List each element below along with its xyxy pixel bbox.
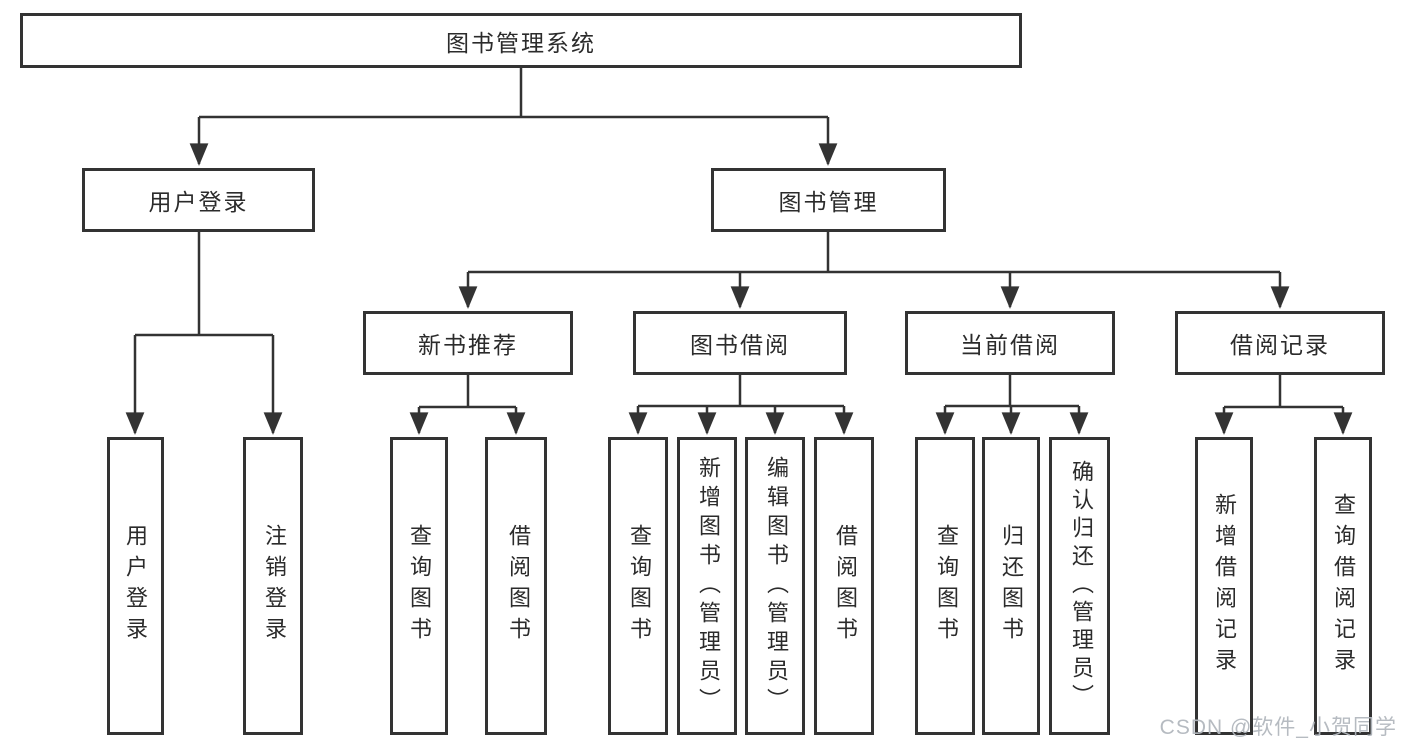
leaf-query-borrow-record: 查询借阅记录	[1314, 437, 1372, 735]
leaf-confirm-return-admin: 确认归还（管理员）	[1049, 437, 1110, 735]
leaf-add-books-admin: 新增图书（管理员）	[677, 437, 737, 735]
leaf-return-books: 归还图书	[982, 437, 1040, 735]
leaf-query-books-recommend: 查询图书	[390, 437, 448, 735]
leaf-borrow-books: 借阅图书	[814, 437, 874, 735]
node-user-login: 用户登录	[82, 168, 315, 232]
node-borrow-records: 借阅记录	[1175, 311, 1385, 375]
node-library-management-system: 图书管理系统	[20, 13, 1022, 68]
leaf-edit-books-admin: 编辑图书（管理员）	[745, 437, 805, 735]
node-new-book-recommend: 新书推荐	[363, 311, 573, 375]
csdn-watermark: CSDN @软件_小贺同学	[1159, 716, 1397, 739]
node-book-management: 图书管理	[711, 168, 946, 232]
leaf-borrow-books-recommend: 借阅图书	[485, 437, 547, 735]
leaf-query-books-current: 查询图书	[915, 437, 975, 735]
leaf-query-books-borrow: 查询图书	[608, 437, 668, 735]
leaf-add-borrow-record: 新增借阅记录	[1195, 437, 1253, 735]
leaf-logout: 注销登录	[243, 437, 303, 735]
leaf-user-login: 用户登录	[107, 437, 164, 735]
node-book-borrow: 图书借阅	[633, 311, 847, 375]
node-current-borrow: 当前借阅	[905, 311, 1115, 375]
